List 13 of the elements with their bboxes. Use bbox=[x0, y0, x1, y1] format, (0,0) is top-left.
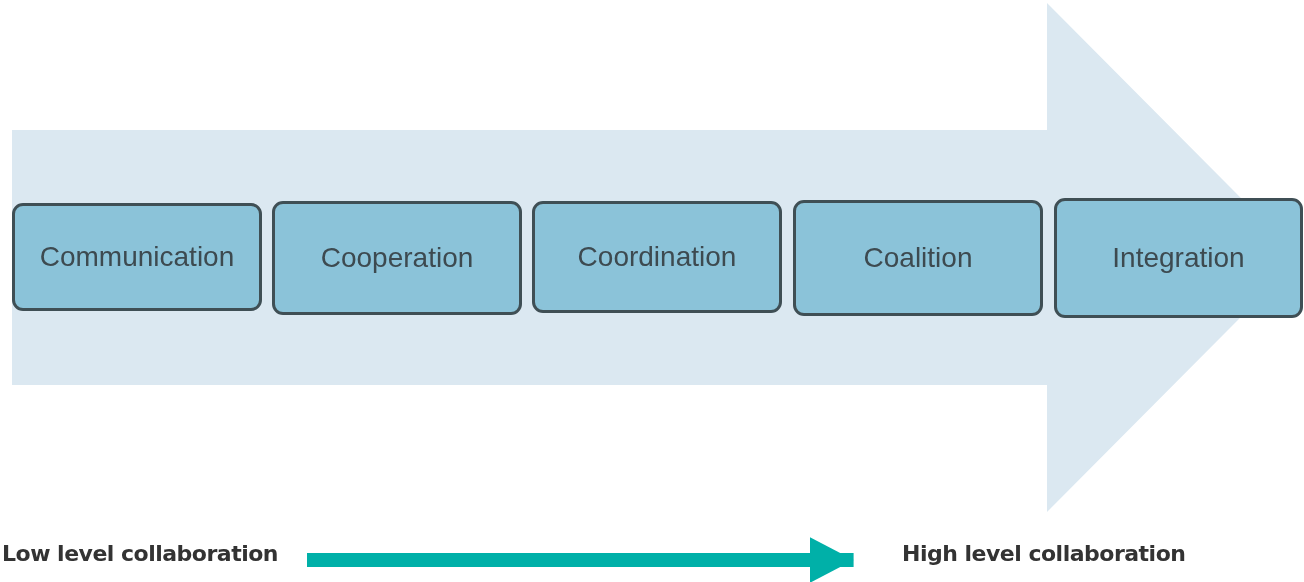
process-box bbox=[12, 203, 262, 311]
process-box bbox=[793, 200, 1043, 316]
box-label: Coalition bbox=[863, 242, 973, 274]
box-label: Communication bbox=[39, 241, 235, 273]
process-box bbox=[1054, 198, 1303, 318]
scale-label: High level collaboration bbox=[902, 540, 1186, 566]
box-label: Integration bbox=[1112, 242, 1245, 274]
box-label: Cooperation bbox=[320, 242, 474, 274]
process-box bbox=[272, 201, 522, 315]
scale-label: Low level collaboration bbox=[2, 540, 278, 566]
arrow bbox=[307, 537, 854, 582]
process-box bbox=[532, 201, 782, 313]
box-label: Coordination bbox=[577, 241, 737, 273]
